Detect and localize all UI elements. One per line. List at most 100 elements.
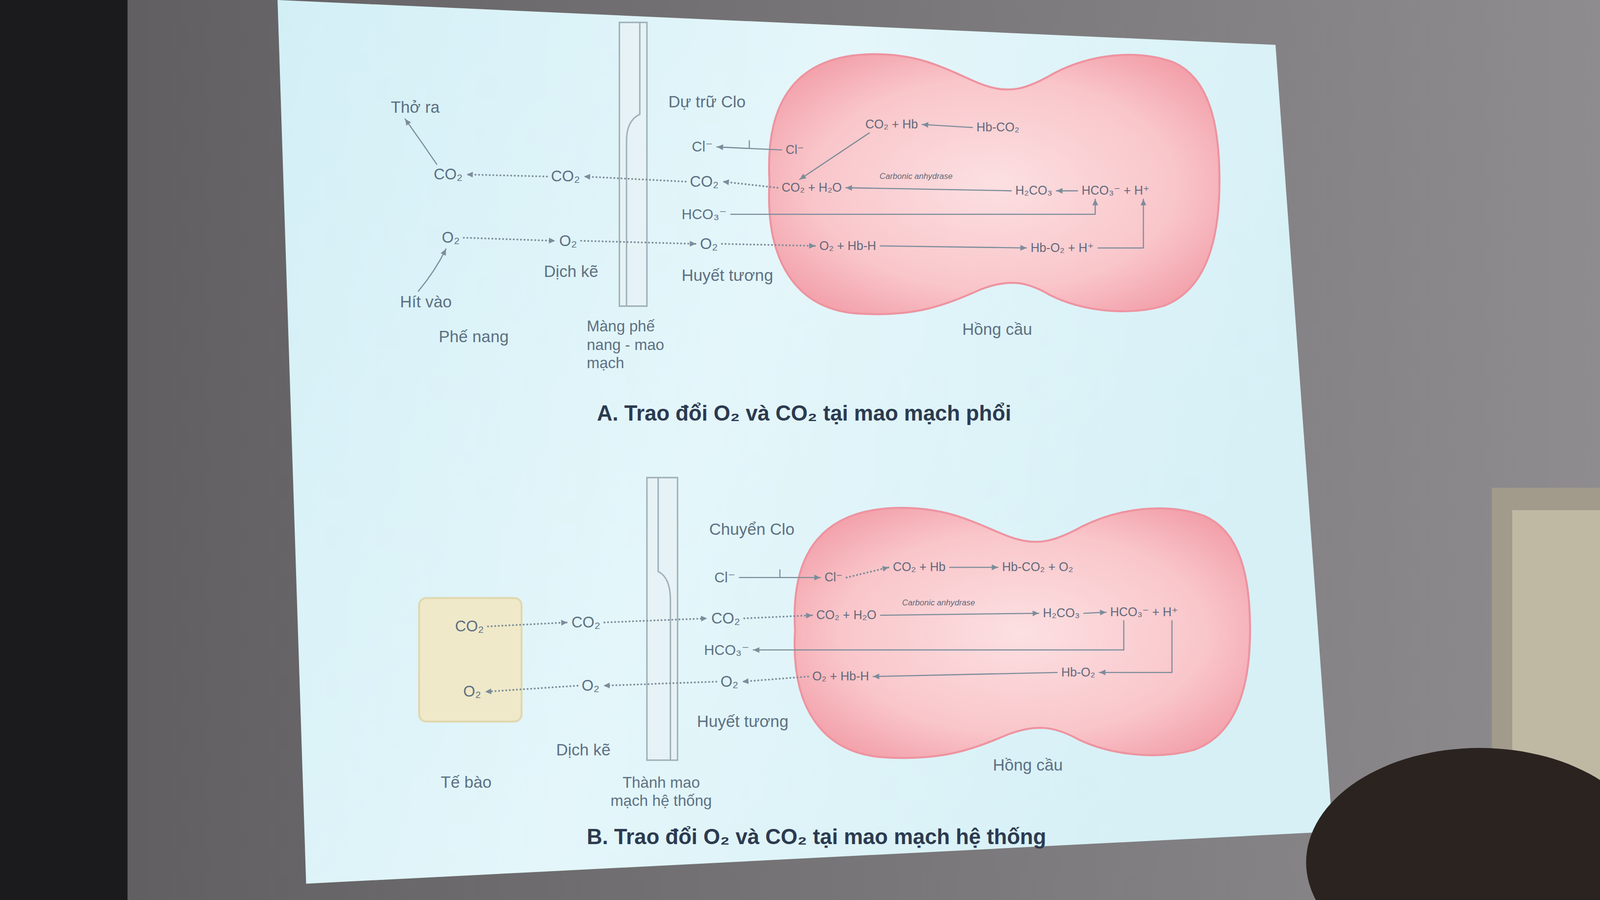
process-label: Dự trữ Clo	[668, 92, 746, 112]
arrowhead	[1100, 609, 1107, 616]
chem-formula: CO₂ + H₂O	[781, 180, 843, 196]
arrowhead	[799, 173, 807, 180]
arrowhead	[873, 673, 880, 680]
arrowhead	[583, 174, 591, 180]
reaction-arrow	[404, 119, 437, 165]
gas-label: O₂	[700, 234, 718, 253]
cell-name: Tế bào	[440, 772, 492, 793]
alveolar-membrane	[619, 22, 648, 307]
diffusion-arrow	[466, 174, 548, 177]
region-label: Dịch kẽ	[555, 740, 611, 760]
arrowhead	[485, 688, 492, 695]
reaction-arrow	[1083, 612, 1106, 614]
arrowhead	[882, 566, 890, 572]
gas-label: O₂	[441, 228, 460, 247]
chem-formula: Hb-O₂ + H⁺	[1030, 240, 1094, 256]
gas-label: CO₂	[689, 172, 719, 191]
cell-membrane	[794, 507, 1250, 758]
chem-formula: H₂CO₃	[1042, 605, 1080, 621]
chloride-shift-tick	[779, 569, 781, 578]
chloride-shift-tick	[748, 140, 750, 149]
tissue-cell: CO₂O₂Tế bào	[418, 597, 523, 723]
region-label: Phế nang	[438, 326, 509, 347]
cell-membrane	[769, 53, 1220, 314]
arrowhead	[1056, 187, 1063, 194]
reaction-arrow	[922, 124, 973, 128]
gas-label: O₂	[581, 676, 600, 695]
diffusion-arrow	[722, 181, 778, 188]
arrowhead	[753, 647, 760, 653]
arrowhead	[561, 620, 568, 626]
arrowhead	[922, 122, 929, 128]
diffusion-arrow	[485, 685, 578, 692]
reaction-arrow	[418, 249, 446, 292]
reaction-arrow	[730, 199, 1096, 215]
arrowhead	[805, 612, 813, 619]
cell-name: Hồng cầu	[992, 755, 1063, 775]
region-label: Màng phế nang - mao mạch	[586, 317, 684, 373]
chem-formula: O₂ + Hb-H	[819, 238, 877, 254]
panel-caption: B. Trao đổi O₂ và CO₂ tại mao mạch hệ th…	[586, 824, 1047, 850]
gas-label: O₂	[720, 672, 739, 691]
chem-formula: Hb-CO₂	[976, 120, 1020, 135]
arrowhead	[404, 119, 411, 126]
arrowhead	[549, 237, 556, 244]
arrowhead	[466, 171, 474, 178]
reaction-arrow	[880, 613, 1039, 616]
chem-formula: Hb-O₂	[1061, 665, 1096, 680]
reaction-arrow	[1098, 199, 1144, 249]
arrowhead	[846, 184, 853, 191]
chem-formula: HCO₃⁻ + H⁺	[1081, 183, 1150, 199]
diffusion-arrow	[846, 567, 889, 578]
arrowhead	[440, 249, 447, 256]
diffusion-arrow	[722, 243, 816, 246]
ion-label: Cl⁻	[691, 138, 713, 156]
ion-label: Cl⁻	[785, 142, 804, 158]
region-label: Dịch kẽ	[544, 261, 599, 282]
dark-edge	[0, 0, 128, 900]
chem-formula: CO₂ + H₂O	[816, 607, 877, 623]
reaction-arrow	[717, 147, 782, 150]
region-label: Huyết tương	[681, 265, 774, 286]
reaction-arrow	[880, 246, 1027, 249]
chem-formula: H₂CO₃	[1015, 183, 1052, 199]
ion-label: Cl⁻	[714, 569, 736, 587]
diffusion-arrow	[744, 615, 813, 619]
diffusion-arrow	[604, 618, 708, 623]
arrowhead	[742, 678, 749, 685]
enzyme-label: Carbonic anhydrase	[901, 598, 975, 608]
reaction-arrow	[1099, 620, 1173, 673]
arrowhead	[1099, 669, 1106, 676]
region-label: Thở ra	[390, 97, 440, 118]
panel-caption: A. Trao đổi O₂ và CO₂ tại mao mạch phổi	[597, 400, 1012, 426]
reaction-arrow	[753, 620, 1125, 650]
membrane-inner-wall	[626, 22, 640, 307]
reaction-arrow	[846, 187, 1012, 191]
region-label: Hít vào	[400, 292, 452, 312]
reaction-arrow	[739, 576, 821, 578]
gas-label: CO₂	[433, 165, 463, 184]
red-blood-cell: Cl⁻CO₂ + HbHb-CO₂CO₂ + H₂OCarbonic anhyd…	[760, 46, 1220, 317]
cell-outline	[785, 500, 1250, 761]
chem-formula: O₂ + Hb-H	[812, 669, 870, 684]
cell-name: Hồng cầu	[962, 319, 1033, 340]
projected-slide	[277, 0, 1333, 884]
diffusion-arrow	[488, 622, 568, 627]
region-label: Thành mao mạch hệ thống	[605, 773, 717, 811]
chem-formula: CO₂ + Hb	[865, 117, 919, 132]
ion-label: HCO₃⁻	[703, 641, 750, 659]
gas-label: CO₂	[550, 167, 580, 186]
arrowhead	[814, 574, 821, 581]
reaction-arrow	[1056, 190, 1078, 192]
reaction-arrow	[873, 672, 1057, 677]
gas-label: O₂	[463, 682, 481, 701]
arrowhead	[700, 615, 708, 622]
arrowhead	[1032, 610, 1040, 617]
chem-formula: CO₂ + Hb	[892, 559, 946, 575]
arrowhead	[809, 243, 816, 250]
arrowhead	[689, 240, 697, 247]
audience-head	[1305, 748, 1600, 900]
